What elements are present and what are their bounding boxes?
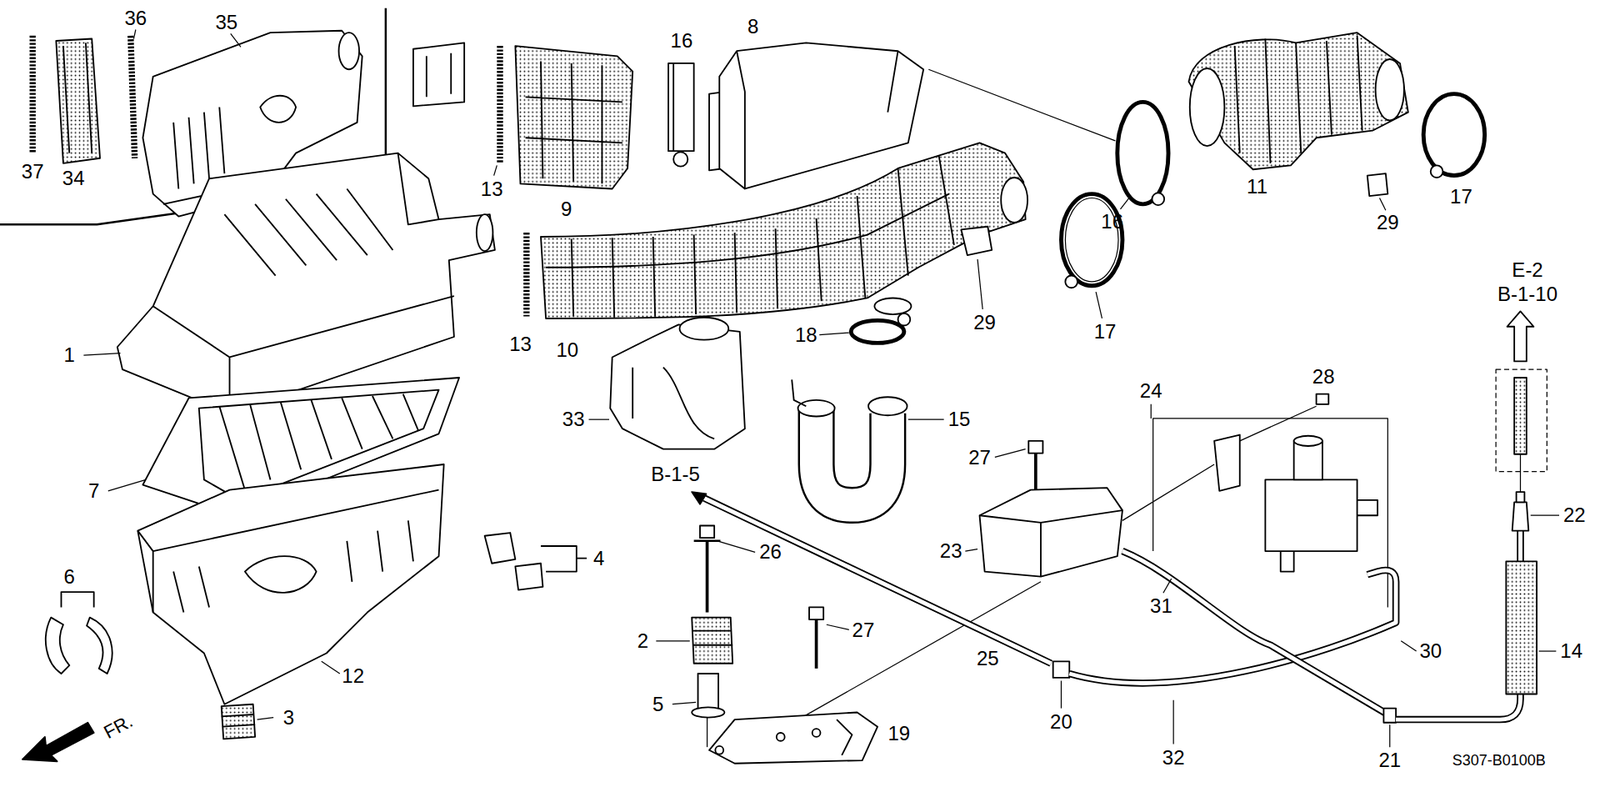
callout-number: 34 [62,168,85,189]
front-arrow [22,722,95,762]
callout-number: 1 [64,345,75,365]
resonator-tube [791,379,907,505]
air-cleaner-housing [137,464,444,705]
callout-number: 13 [480,179,504,200]
callout-number: 15 [948,409,971,430]
reference-code: E-2 [1511,260,1543,280]
callout-number: 29 [973,312,996,333]
bolt [694,394,1330,748]
callout-number: 9 [560,199,572,220]
callout-number: 32 [1162,747,1185,768]
callout-number: 3 [283,707,295,728]
intake-duct [540,142,1028,319]
reference-code: B-1-5 [650,464,700,485]
callout-number: 6 [64,566,75,587]
hose-clamp [668,63,695,167]
callout-number: 2 [637,630,649,651]
reference-code: B-1-10 [1497,284,1558,305]
callout-number: 8 [747,16,759,37]
callout-number: 25 [976,648,1000,669]
chamber [785,464,1215,727]
callout-number: 4 [593,548,605,569]
clip [45,532,587,674]
callout-number: 23 [940,540,963,561]
callout-number: 20 [1050,711,1073,732]
callout-number: 29 [1376,212,1400,233]
solenoid-valve [1153,418,1389,607]
leader-lines [83,30,1560,748]
intake-joint [515,45,633,189]
callout-number: 37 [21,161,45,182]
resonator-tube [610,317,745,450]
callout-number: 16 [1100,211,1124,232]
vacuum-tube [691,491,1537,723]
callout-number: 27 [968,447,991,468]
callout-number: 14 [1560,640,1583,661]
callout-number: 27 [852,620,875,640]
hose-clamp [850,94,1485,344]
callout-number: 10 [555,340,579,360]
callout-number: 12 [341,665,365,686]
clip [960,173,1388,255]
mounting-bracket [709,712,878,764]
callout-number: 17 [1450,186,1473,207]
callout-number: 31 [1150,595,1173,616]
callout-number: 35 [215,12,238,33]
callout-number: 26 [759,541,782,562]
callout-number: 18 [795,325,818,345]
callout-number: 21 [1378,750,1401,770]
callout-number: 13 [509,334,532,355]
callout-number: 33 [562,409,585,430]
rubber-band [55,39,100,164]
air-cleaner-cover [117,153,495,414]
callout-number: 5 [652,694,664,715]
callout-number: 17 [1094,321,1117,342]
callout-number: 7 [88,480,100,501]
callout-number: 11 [1246,176,1268,197]
grommet [691,617,733,718]
elbow-tube [1189,32,1409,170]
diagram-code: S307-B0100B [1452,752,1546,768]
grommet [221,704,255,740]
callout-number: 28 [1312,366,1335,387]
callout-number: 22 [1563,505,1586,525]
callout-number: 36 [124,8,147,29]
callout-number: 30 [1419,640,1442,661]
joint-piece [413,42,465,106]
reference-box [1495,310,1547,492]
callout-number: 19 [887,723,910,744]
callout-number: 24 [1140,380,1163,401]
callout-number: 16 [670,30,694,51]
front-direction-label: FR. [100,711,136,742]
